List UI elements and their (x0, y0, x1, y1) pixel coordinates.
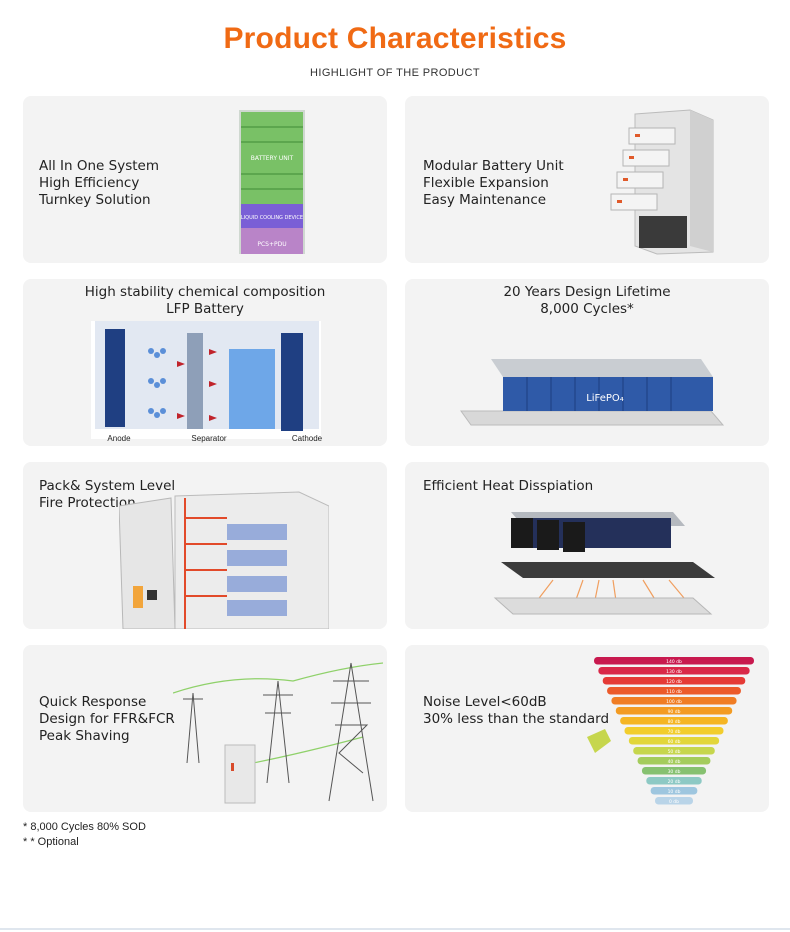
noise-bar-label: 110 db (666, 689, 682, 695)
card-fire-protection: Pack& System Level Fire Protection (23, 462, 387, 629)
noise-bar-label: 100 db (666, 699, 682, 705)
noise-bar-label: 30 db (668, 769, 681, 775)
card-line: Fire Protection (39, 495, 136, 511)
card-line: Modular Battery Unit (423, 158, 564, 174)
anode-label: Anode (107, 434, 131, 443)
noise-bar (633, 747, 715, 755)
noise-bar-label: 70 db (668, 729, 681, 735)
footnote-cycles: * 8,000 Cycles 80% SOD (23, 821, 146, 833)
card-line: Quick Response (39, 694, 147, 710)
card-text: Efficient Heat Disspiation (423, 478, 593, 495)
noise-bar-label: 10 db (668, 789, 681, 795)
leaf-icon (587, 729, 611, 753)
card-text: Noise Level<60dB 30% less than the stand… (423, 694, 609, 728)
card-line: High Efficiency (39, 175, 140, 191)
noise-bar (637, 757, 711, 765)
card-text: 20 Years Design Lifetime 8,000 Cycles* (405, 284, 769, 318)
lifepo4-label: LiFePO₄ (586, 393, 624, 404)
battery-unit-label: BATTERY UNIT (251, 155, 294, 162)
noise-bar (615, 707, 733, 715)
noise-bar (628, 737, 720, 745)
bottom-divider (0, 928, 790, 930)
card-text: All In One System High Efficiency Turnke… (39, 158, 159, 209)
card-line: LFP Battery (166, 301, 244, 317)
noise-bar (624, 727, 724, 735)
card-line: Pack& System Level (39, 478, 176, 494)
card-line: 30% less than the standard (423, 711, 610, 727)
noise-bar (607, 687, 741, 695)
separator-label: Separator (191, 434, 226, 443)
card-line: Easy Maintenance (423, 192, 547, 208)
cooling-label: LIQUID COOLING DEVICE (241, 215, 303, 221)
card-lifetime: 20 Years Design Lifetime 8,000 Cycles* L… (405, 279, 769, 446)
card-line: Flexible Expansion (423, 175, 549, 191)
card-line: Noise Level<60dB (423, 694, 547, 710)
noise-bar (611, 697, 737, 705)
modular-cabinet-illustration (610, 109, 714, 255)
card-text: Modular Battery Unit Flexible Expansion … (423, 158, 564, 209)
noise-bar (641, 767, 707, 775)
card-line: Efficient Heat Disspiation (423, 478, 594, 494)
noise-bar (602, 677, 746, 685)
cathode-label: Cathode (292, 434, 323, 443)
noise-bar-label: 120 db (666, 679, 682, 685)
fire-protection-cabinet-illustration (119, 491, 329, 629)
card-modular: Modular Battery Unit Flexible Expansion … (405, 96, 769, 263)
card-line: 20 Years Design Lifetime (503, 284, 671, 300)
card-line: High stability chemical composition (84, 284, 326, 300)
card-all-in-one: All In One System High Efficiency Turnke… (23, 96, 387, 263)
battery-pack-illustration: LiFePO₄ (460, 359, 725, 426)
noise-bar (598, 667, 750, 675)
noise-bar-label: 90 db (668, 709, 681, 715)
card-text: Pack& System Level Fire Protection (39, 478, 175, 512)
grid-tower-illustration (173, 662, 383, 804)
noise-bar-label: 140 db (666, 659, 682, 665)
heat-dissipation-illustration (493, 512, 715, 615)
noise-bar-label: 60 db (668, 739, 681, 745)
card-line: Design for FFR&FCR (39, 711, 175, 727)
pcs-label: PCS+PDU (257, 241, 286, 248)
card-text: High stability chemical composition LFP … (23, 284, 387, 318)
battery-cabinet-illustration: BATTERY UNIT LIQUID COOLING DEVICE PCS+P… (239, 110, 305, 254)
lfp-cell-illustration: Anode Separator Cathode (91, 321, 323, 443)
card-lfp-chemistry: High stability chemical composition LFP … (23, 279, 387, 446)
noise-bar-label: 80 db (668, 719, 681, 725)
card-text: Quick Response Design for FFR&FCR Peak S… (39, 694, 175, 745)
page-subtitle: HIGHLIGHT OF THE PRODUCT (310, 67, 480, 79)
noise-bar-label: 20 db (668, 779, 681, 785)
card-heat-dissipation: Efficient Heat Disspiation (405, 462, 769, 629)
noise-bar (594, 657, 754, 665)
noise-bar-label: 130 db (666, 669, 682, 675)
noise-bar-label: 0 db (669, 799, 679, 805)
card-line: Turnkey Solution (39, 192, 151, 208)
noise-level-funnel: 140 db 130 db 120 db 110 db 100 db 90 db 80 db… (587, 657, 754, 805)
page-title: Product Characteristics (223, 22, 567, 55)
noise-bar (620, 717, 728, 725)
noise-bar (655, 797, 693, 805)
footnote-optional: * * Optional (23, 836, 79, 848)
noise-bar (650, 787, 698, 795)
noise-bar (646, 777, 702, 785)
card-noise-level: Noise Level<60dB 30% less than the stand… (405, 645, 769, 812)
card-line: Peak Shaving (39, 728, 130, 744)
card-line: All In One System (39, 158, 159, 174)
card-quick-response: Quick Response Design for FFR&FCR Peak S… (23, 645, 387, 812)
noise-bar-label: 50 db (668, 749, 681, 755)
card-line: 8,000 Cycles* (540, 301, 634, 317)
noise-bar-label: 40 db (668, 759, 681, 765)
